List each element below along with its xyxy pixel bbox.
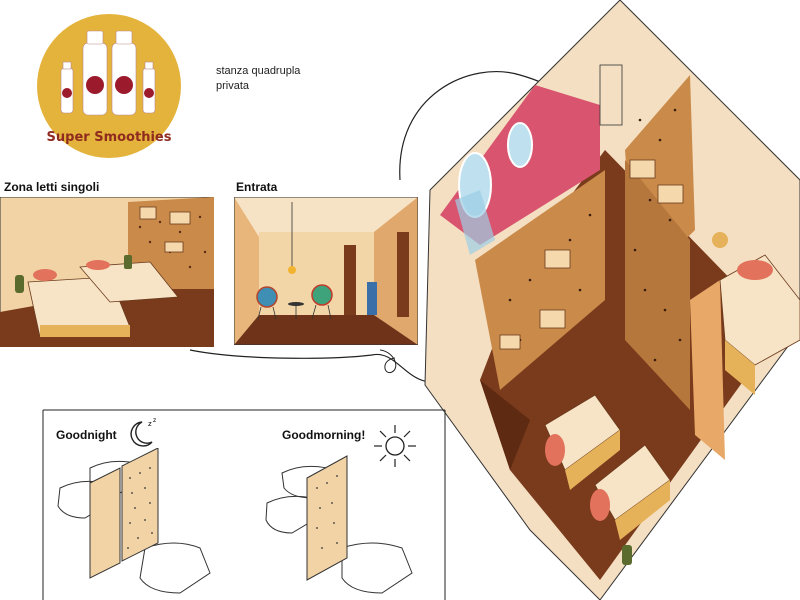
entrance-drawing <box>234 197 418 345</box>
brand-name: Super Smoothies <box>46 130 172 145</box>
single-beds-drawing <box>0 197 214 347</box>
room-type-line-1: stanza quadrupla <box>216 65 301 77</box>
sun-icon <box>374 425 416 467</box>
single-beds-label: Zona letti singoli <box>4 180 100 194</box>
isometric-room-plan <box>424 0 800 600</box>
room-type-line-2: privata <box>216 80 250 92</box>
brand-logo <box>37 14 181 158</box>
room-type-label: stanza quadrupla privata <box>216 64 300 94</box>
svg-text:z: z <box>148 420 152 428</box>
goodnight-label: Goodnight <box>56 428 117 442</box>
goodmorning-sketch <box>265 455 413 594</box>
svg-text:z: z <box>153 417 156 424</box>
goodnight-sketch <box>57 448 211 594</box>
goodmorning-label: Goodmorning! <box>282 428 366 442</box>
entrance-label: Entrata <box>236 180 278 194</box>
moon-icon: z z <box>130 417 156 447</box>
